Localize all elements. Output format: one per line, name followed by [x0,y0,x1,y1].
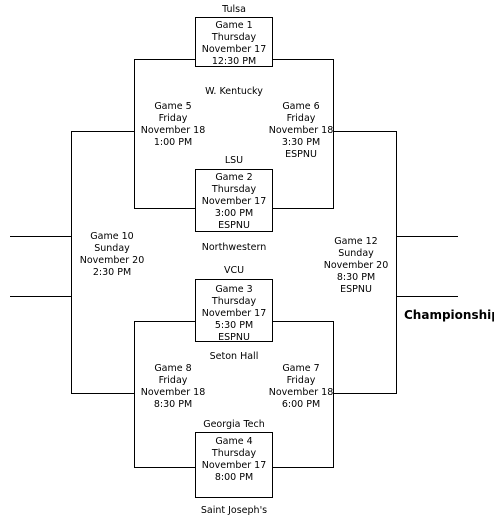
game-1-time: 12:30 PM [211,56,257,67]
game-2-time: 3:00 PM [214,208,254,219]
game-3-info: Game 3 Thursday November 17 5:30 PM ESPN… [196,284,272,344]
team-tulsa: Tulsa [222,4,246,15]
game-5-info: Game 5 Friday November 18 1:00 PM [136,101,210,149]
game-12-bracket [333,131,397,394]
game-6-network: ESPNU [285,149,317,160]
game-5-time: 1:00 PM [153,137,193,148]
game-8-day: Friday [158,375,188,386]
team-vcu: VCU [223,265,245,276]
game-2-box [195,169,273,232]
game-10-title: Game 10 [90,231,134,242]
game-10-time: 2:30 PM [92,267,132,278]
game-12-date: November 20 [323,260,389,271]
game-2-info: Game 2 Thursday November 17 3:00 PM ESPN… [196,172,272,232]
game-8-date: November 18 [140,387,206,398]
game-12-info: Game 12 Sunday November 20 8:30 PM ESPNU [318,236,394,296]
game-10-bracket [71,131,135,394]
game-2-network: ESPNU [218,220,250,231]
team-northwestern: Northwestern [201,242,267,253]
game-7-info: Game 7 Friday November 18 6:00 PM [264,363,338,411]
game-6-bracket [272,59,334,209]
game-2-title: Game 2 [215,172,253,183]
game-5-bracket [134,59,196,209]
game-2-day: Thursday [211,184,257,195]
team-seton-hall: Seton Hall [209,351,259,362]
team-lsu: LSU [224,155,244,166]
game-12-time: 8:30 PM [336,272,376,283]
game-3-title: Game 3 [215,284,253,295]
game-8-title: Game 8 [154,363,192,374]
game-3-network: ESPNU [218,332,250,343]
game-3-box [195,279,273,342]
game-4-box [195,432,273,498]
game-8-time: 8:30 PM [153,399,193,410]
game-6-title: Game 6 [282,101,320,112]
game-3-time: 5:30 PM [214,320,254,331]
game-4-day: Thursday [211,448,257,459]
game-1-day: Thursday [211,32,257,43]
game-7-bracket [272,321,334,468]
game-10-info: Game 10 Sunday November 20 2:30 PM [74,231,150,279]
game-8-info: Game 8 Friday November 18 8:30 PM [136,363,210,411]
game-5-date: November 18 [140,125,206,136]
game-8-bracket [134,321,196,468]
game-6-day: Friday [286,113,316,124]
game-6-info: Game 6 Friday November 18 3:30 PM ESPNU [264,101,338,161]
game-3-day: Thursday [211,296,257,307]
championship-label: Championship [404,308,494,322]
game-12-day: Sunday [338,248,374,259]
game-7-date: November 18 [268,387,334,398]
game-5-day: Friday [158,113,188,124]
game-1-date: November 17 [201,44,267,55]
game-2-date: November 17 [201,196,267,207]
game-12-network: ESPNU [340,284,372,295]
game-1-info: Game 1 Thursday November 17 12:30 PM [196,20,272,68]
game-5-title: Game 5 [154,101,192,112]
game-4-title: Game 4 [215,436,253,447]
game-4-date: November 17 [201,460,267,471]
game-1-title: Game 1 [215,20,253,31]
game-6-time: 3:30 PM [281,137,321,148]
game-7-time: 6:00 PM [281,399,321,410]
game-7-title: Game 7 [282,363,320,374]
game-10-date: November 20 [79,255,145,266]
game-3-date: November 17 [201,308,267,319]
game-12-title: Game 12 [334,236,378,247]
team-georgia-tech: Georgia Tech [203,419,265,430]
game-4-info: Game 4 Thursday November 17 8:00 PM [196,436,272,484]
game-6-date: November 18 [268,125,334,136]
team-w-kentucky: W. Kentucky [205,86,263,97]
game-4-time: 8:00 PM [214,472,254,483]
game-10-day: Sunday [94,243,130,254]
game-1-box [195,17,273,67]
team-saint-josephs: Saint Joseph's [200,505,268,516]
game-7-day: Friday [286,375,316,386]
